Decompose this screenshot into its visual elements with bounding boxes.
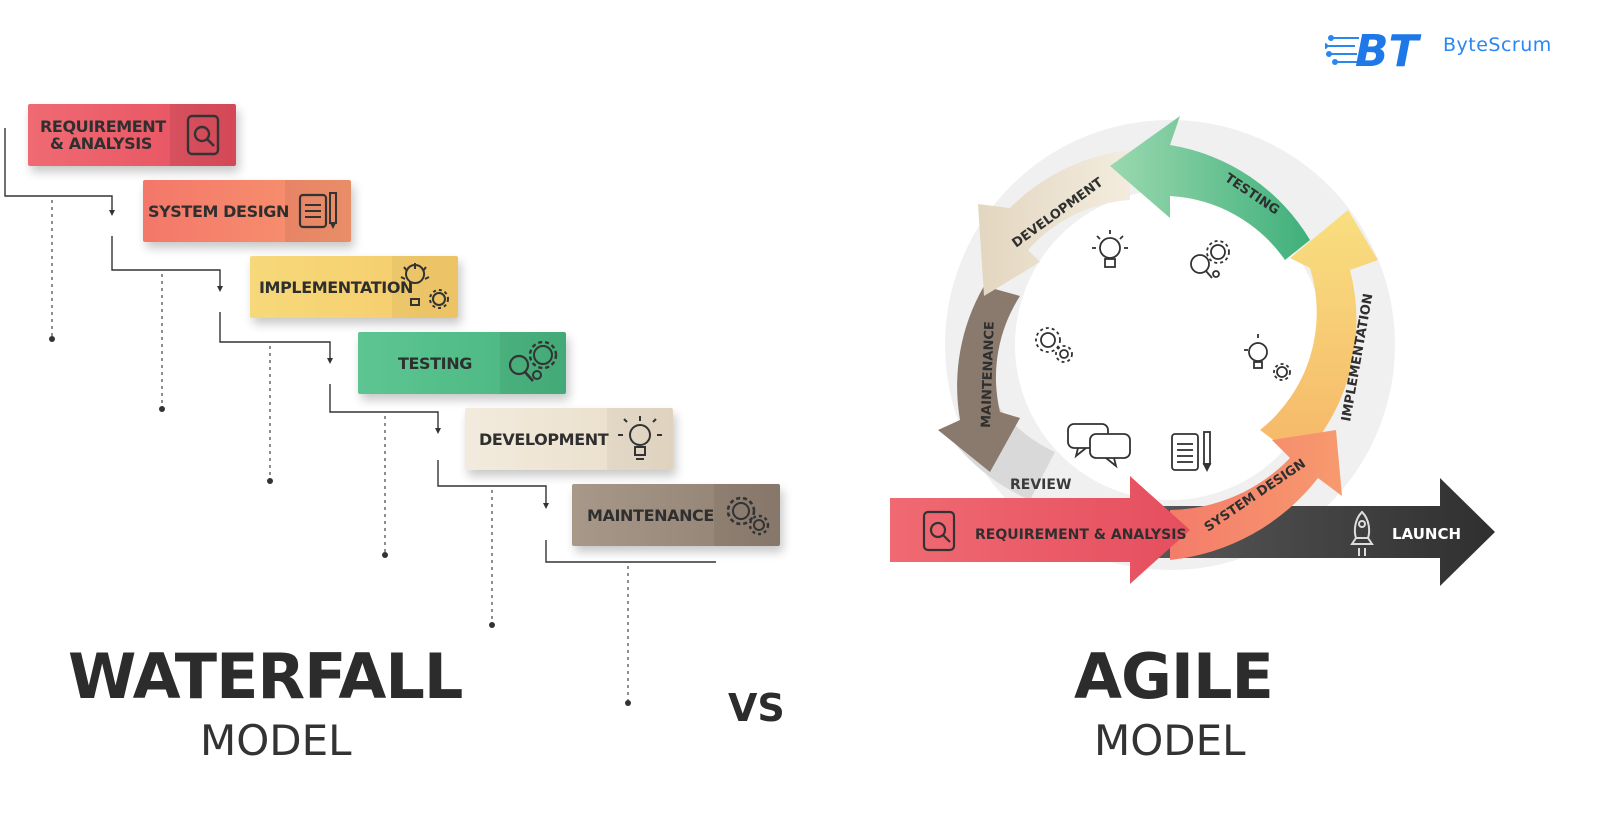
agile-label-requirement: REQUIREMENT & ANALYSIS <box>975 527 1187 543</box>
gears-search-icon <box>1190 240 1230 279</box>
agile-label-launch: LAUNCH <box>1392 525 1461 543</box>
agile-development-segment <box>978 150 1130 296</box>
bytescrum-logo-mark: BT <box>1322 26 1422 77</box>
lightbulb-gear-icon <box>1244 334 1291 381</box>
waterfall-step-requirement: REQUIREMENT & ANALYSIS <box>28 104 236 166</box>
agile-testing-segment <box>1110 116 1310 260</box>
waterfall-step-maintenance-label: MAINTENANCE <box>587 505 714 525</box>
agile-system-design-segment <box>1170 430 1342 560</box>
agile-label-review: REVIEW <box>1010 477 1071 493</box>
waterfall-step-development-label: DEVELOPMENT <box>479 429 609 449</box>
document-pencil-icon <box>1171 431 1212 473</box>
vs-label: VS <box>728 686 785 730</box>
waterfall-step-development: DEVELOPMENT <box>465 408 673 470</box>
document-pencil-icon <box>285 180 351 242</box>
waterfall-step-testing: TESTING <box>358 332 566 394</box>
waterfall-step-implementation-label: IMPLEMENTATION <box>259 277 414 297</box>
rocket-icon <box>1350 510 1374 556</box>
search-document-icon <box>170 104 236 166</box>
waterfall-step-requirement-line2: & ANALYSIS <box>50 134 152 153</box>
agile-maintenance-segment <box>938 286 1020 472</box>
lightbulb-icon <box>1092 230 1128 268</box>
waterfall-connectors <box>4 128 716 706</box>
search-document-icon <box>922 510 956 552</box>
lightbulb-icon <box>607 408 673 470</box>
bytescrum-logo: BT ByteScrum <box>1322 18 1585 78</box>
agile-requirement-arrow <box>890 476 1190 584</box>
gears-icon <box>1035 327 1073 363</box>
waterfall-title: WATERFALL <box>68 640 463 713</box>
agile-cycle-diagram: REQUIREMENT & ANALYSIS LAUNCH REVIEW SYS… <box>890 116 1495 586</box>
waterfall-step-implementation: IMPLEMENTATION <box>250 256 458 318</box>
lightbulb-gear-icon <box>392 256 458 318</box>
waterfall-step-requirement-line1: REQUIREMENT <box>40 117 166 136</box>
agile-implementation-segment <box>1260 210 1378 460</box>
agile-subtitle: MODEL <box>1094 716 1246 765</box>
gears-search-icon <box>500 332 566 394</box>
waterfall-step-maintenance: MAINTENANCE <box>572 484 780 546</box>
chat-bubbles-icon <box>1067 423 1131 469</box>
agile-label-maintenance: MAINTENANCE <box>979 321 998 428</box>
waterfall-step-system-design: SYSTEM DESIGN <box>143 180 351 242</box>
agile-launch-arrow <box>1130 478 1495 586</box>
waterfall-step-system-design-label: SYSTEM DESIGN <box>148 201 289 221</box>
agile-title: AGILE <box>1074 640 1274 713</box>
waterfall-step-testing-label: TESTING <box>398 353 472 373</box>
bytescrum-logo-text: ByteScrum <box>1443 34 1552 56</box>
gears-icon <box>714 484 780 546</box>
waterfall-subtitle: MODEL <box>200 716 352 765</box>
svg-text:BT: BT <box>1355 26 1422 77</box>
